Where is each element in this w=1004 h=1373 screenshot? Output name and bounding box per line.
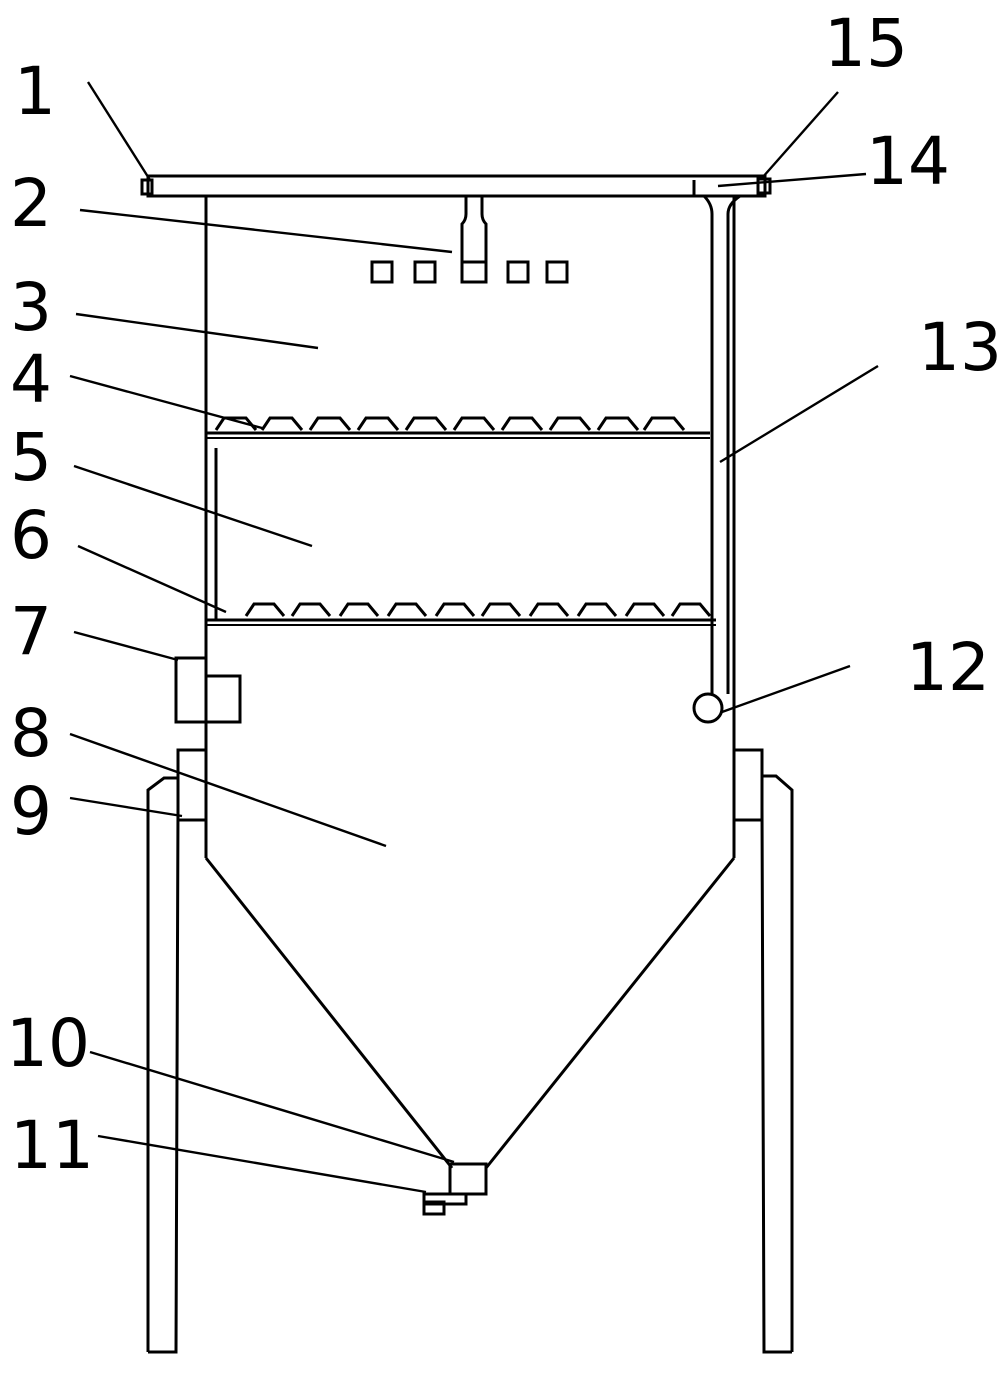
- label-13: 13: [918, 309, 1002, 386]
- label-6: 6: [10, 497, 52, 574]
- return-pipe: [692, 180, 748, 694]
- label-10: 10: [6, 1005, 90, 1082]
- label-11: 11: [10, 1107, 94, 1184]
- spray-nozzles: [370, 260, 569, 284]
- label-7: 7: [10, 593, 52, 670]
- lower-filter-screen: [206, 602, 716, 626]
- valve: [692, 692, 724, 724]
- reference-numerals: 1 2 3 4 5 6 7 8 9 10 11 12 13 14 15: [6, 5, 1002, 1184]
- label-4: 4: [10, 341, 52, 418]
- label-15: 15: [824, 5, 908, 82]
- side-port: [174, 656, 242, 724]
- label-9: 9: [10, 773, 52, 850]
- upper-filter-screen: [206, 416, 710, 439]
- support-legs: [146, 748, 794, 1354]
- bottom-outlet: [448, 1162, 488, 1196]
- label-2: 2: [10, 165, 52, 242]
- label-1: 1: [14, 53, 56, 130]
- tank-body: [204, 196, 736, 1169]
- drain-cap: [422, 1192, 468, 1216]
- spray-pipe: [460, 196, 488, 262]
- label-14: 14: [866, 123, 950, 200]
- label-8: 8: [10, 695, 52, 772]
- label-12: 12: [906, 629, 990, 706]
- top-cover-plate: [140, 174, 772, 198]
- leader-lines: [69, 81, 879, 1194]
- label-5: 5: [10, 419, 52, 496]
- label-3: 3: [10, 269, 52, 346]
